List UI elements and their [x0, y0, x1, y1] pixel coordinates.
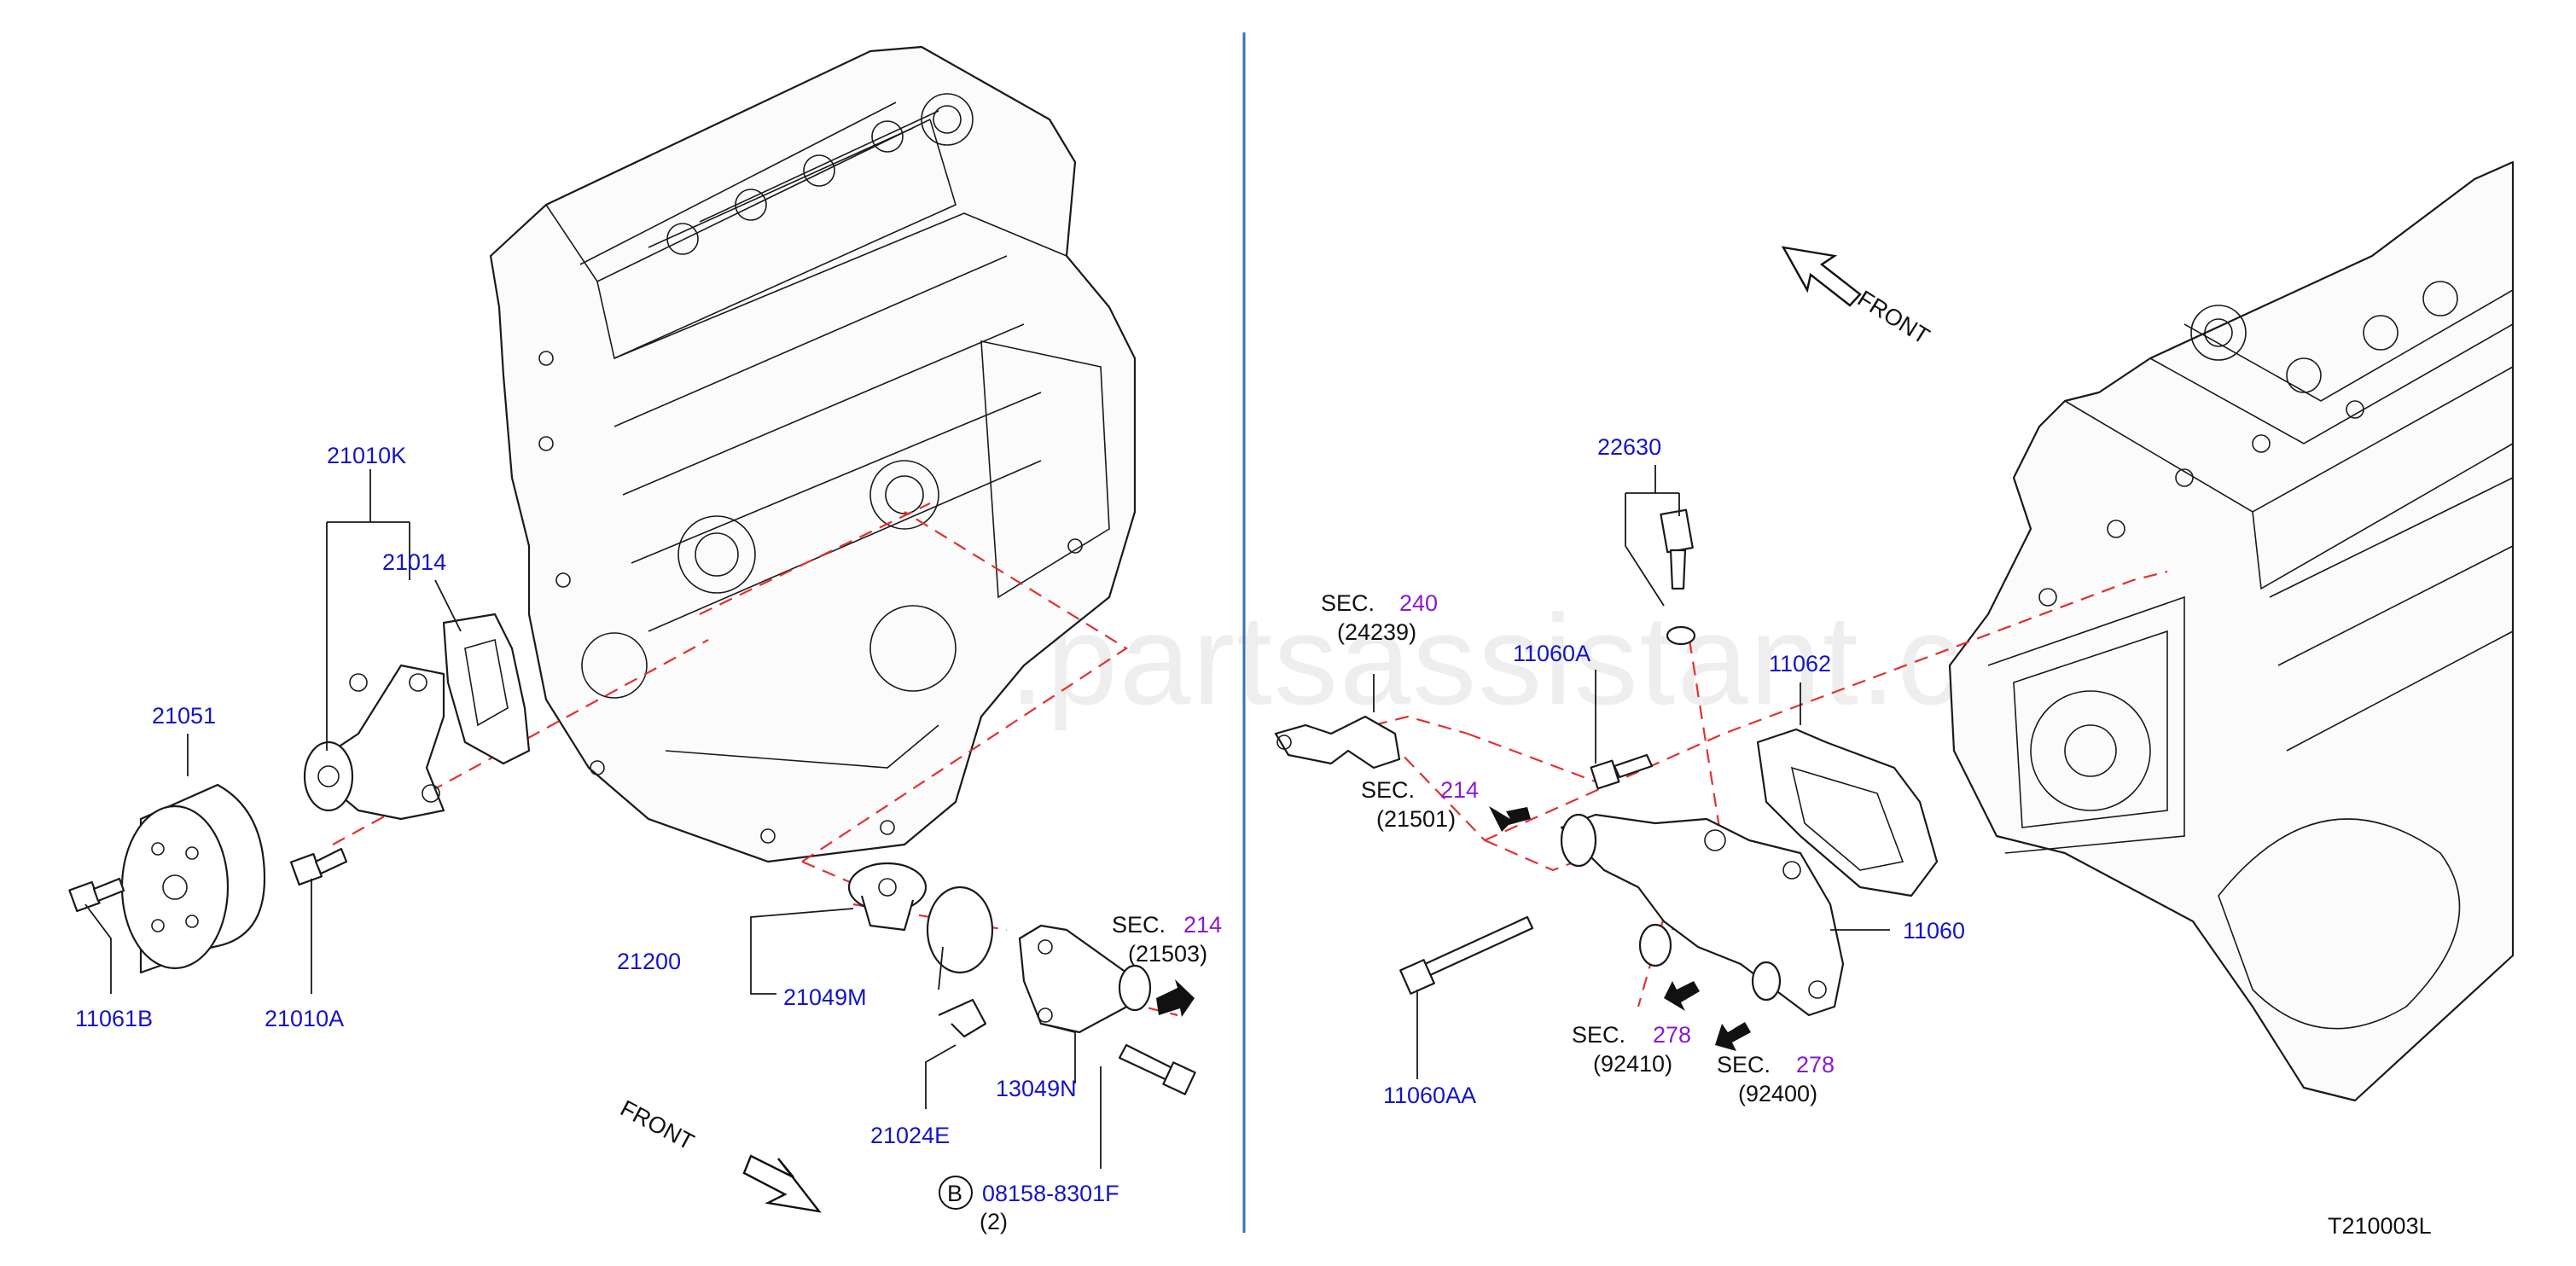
part-11060: 11060 — [1903, 918, 1965, 944]
arrow-sec278a — [1664, 981, 1700, 1011]
sec-240-ref: (24239) — [1337, 619, 1416, 645]
leaders-right — [1373, 465, 1890, 1079]
part-11060a: 11060A — [1513, 641, 1590, 666]
sec-214-right-num: 214 — [1440, 777, 1479, 803]
front-arrow-left — [742, 1154, 822, 1213]
engine-block-right — [1948, 160, 2515, 1102]
bolt-21010a — [289, 847, 348, 886]
front-label-left: FRONT — [616, 1095, 698, 1155]
bolt-08158 — [1118, 1043, 1196, 1095]
part-22630: 22630 — [1597, 434, 1661, 460]
sec-278a-sec: SEC. — [1572, 1022, 1625, 1048]
bolt-11061b — [68, 877, 125, 913]
part-21200: 21200 — [617, 949, 681, 974]
part-08158-qty: (2) — [980, 1209, 1008, 1234]
arrow-sec214-right — [1489, 806, 1531, 832]
sec-214-left-sec: SEC. — [1112, 912, 1166, 938]
arrow-sec278b — [1715, 1022, 1751, 1051]
part-13049n: 13049N — [996, 1076, 1077, 1101]
part-11062: 11062 — [1769, 651, 1831, 677]
badge-b-letter: B — [947, 1181, 962, 1206]
water-outlet-housing — [1560, 813, 1845, 1017]
sec-214-left-num: 214 — [1183, 912, 1222, 938]
water-outlet — [1018, 924, 1152, 1034]
thermostat — [847, 862, 927, 932]
sec-240-sec: SEC. — [1321, 590, 1375, 616]
part-21010k: 21010K — [327, 443, 406, 468]
part-21014: 21014 — [382, 549, 446, 575]
engine-block-left — [489, 45, 1137, 863]
sec-214-right-sec: SEC. — [1361, 777, 1415, 803]
water-pump-pulley — [120, 783, 266, 974]
part-21051: 21051 — [152, 703, 216, 729]
sec-214-left-ref: (21503) — [1128, 941, 1207, 967]
bolt-11060a — [1590, 753, 1654, 790]
sec-278b-num: 278 — [1796, 1052, 1835, 1077]
sec-278a-num: 278 — [1653, 1022, 1691, 1048]
part-11061b: 11061B — [75, 1006, 153, 1031]
sec-240-num: 240 — [1399, 590, 1438, 616]
part-21049m: 21049M — [783, 984, 867, 1010]
water-pump — [303, 664, 445, 821]
sec-278b-ref: (92400) — [1738, 1081, 1817, 1106]
part-11060aa: 11060AA — [1383, 1083, 1476, 1108]
bolt-11060aa — [1399, 915, 1534, 995]
part-21024e: 21024E — [870, 1123, 950, 1148]
temperature-sensor — [1660, 508, 1696, 646]
leaders-left — [84, 469, 1102, 1169]
arrow-sec214-left — [1156, 979, 1195, 1017]
part-08158-8301f: 08158-8301F — [982, 1181, 1119, 1206]
clip-21024e — [938, 998, 987, 1038]
diagram-code: T210003L — [2328, 1213, 2432, 1239]
sec-278b-sec: SEC. — [1717, 1052, 1771, 1077]
front-label-right: FRONT — [1853, 286, 1934, 350]
water-outlet-gasket — [1756, 728, 1939, 897]
sec-214-right-ref: (21501) — [1376, 806, 1456, 832]
sec-278a-ref: (92410) — [1593, 1051, 1672, 1077]
part-21010a: 21010A — [265, 1006, 344, 1031]
thermostat-gasket — [926, 886, 994, 974]
front-arrow-right — [1781, 246, 1862, 307]
badge-b — [939, 1176, 973, 1210]
water-pump-gasket — [442, 613, 531, 765]
harness-bracket — [1274, 715, 1401, 769]
